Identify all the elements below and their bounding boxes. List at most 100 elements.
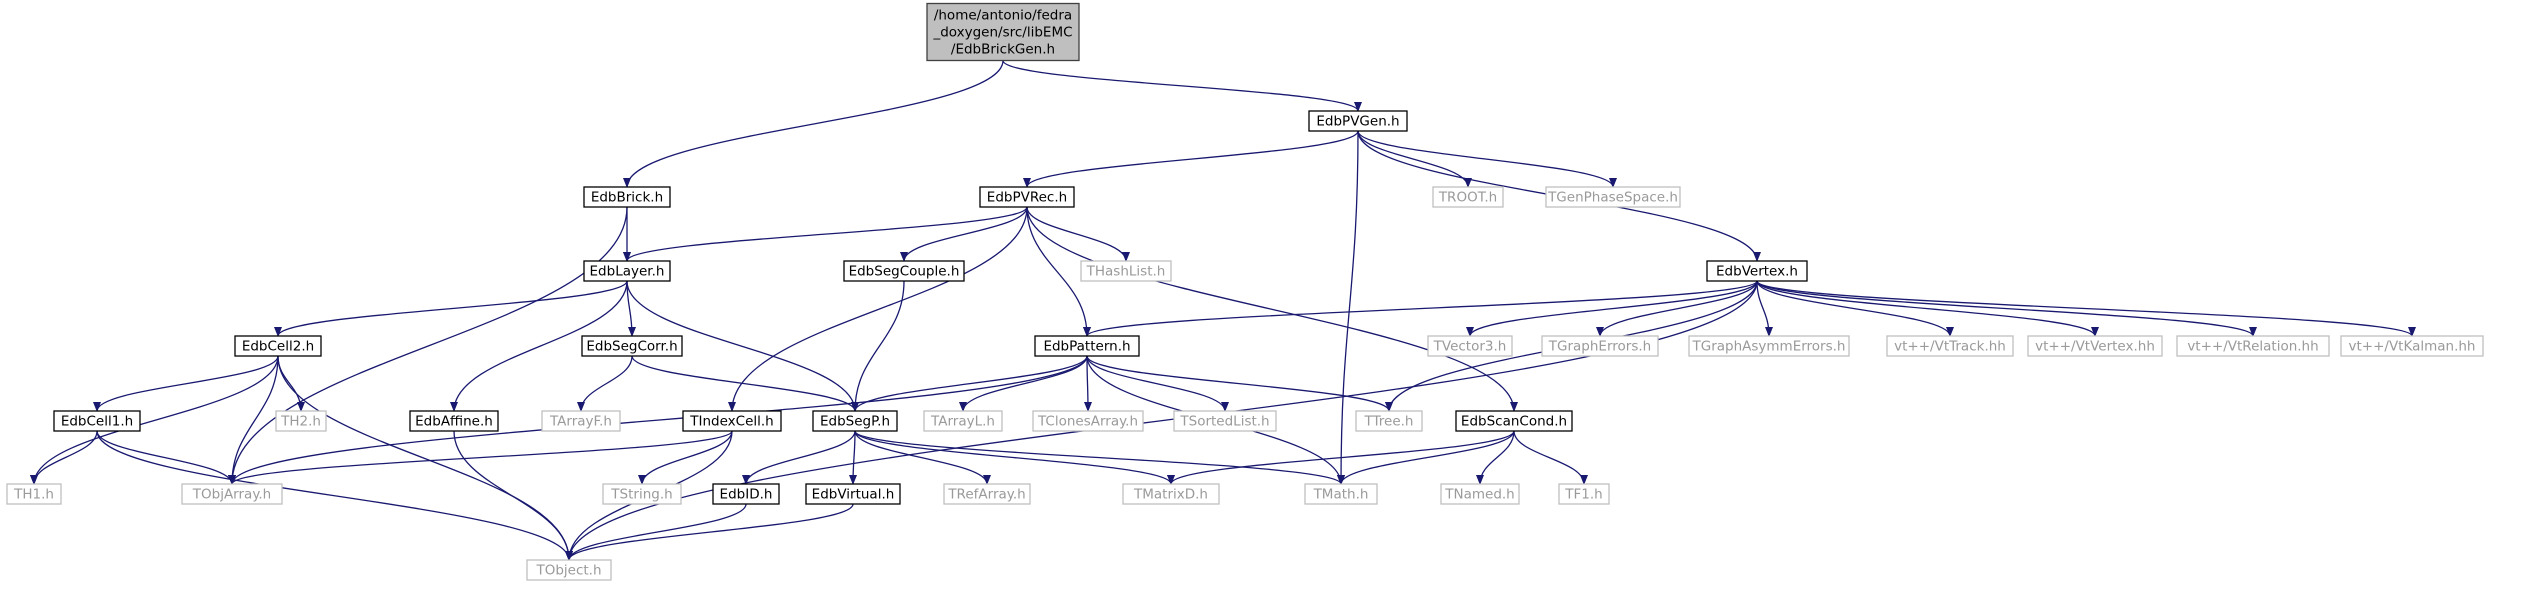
node-EdbAffine[interactable]: EdbAffine.h — [409, 410, 499, 432]
edge-EdbSegP-to-TRefArray — [854, 430, 991, 485]
edge-EdbLayer-to-EdbSegP — [626, 280, 859, 412]
edge-EdbScanCond-to-TNamed — [1476, 430, 1515, 485]
edge-EdbPVGen-to-TGenPhaseSpace — [1357, 130, 1617, 188]
edge-EdbPattern-to-TObjArray — [228, 355, 1088, 485]
edge-EdbLayer-to-EdbSegCorr — [626, 280, 636, 337]
node-EdbSegCouple[interactable]: EdbSegCouple.h — [843, 260, 965, 282]
node-box-EdbSegCorr — [581, 335, 683, 357]
node-box-TGenPhaseSpace — [1545, 186, 1681, 208]
edge-EdbCell2-to-EdbCell1 — [93, 355, 279, 412]
node-box-TH1 — [6, 483, 62, 505]
edge-EdbScanCond-to-TMath — [1337, 430, 1515, 485]
node-box-root — [926, 2, 1080, 62]
node-TClonesArray: TClonesArray.h — [1032, 410, 1144, 432]
edge-EdbSegCouple-to-EdbSegP — [851, 280, 905, 412]
node-label-TSortedList: TSortedList.h — [1179, 414, 1269, 430]
node-label-TIndexCell: TIndexCell.h — [689, 414, 774, 430]
node-label-TObject: TObject.h — [535, 563, 601, 579]
node-label-TMath: TMath.h — [1313, 487, 1369, 503]
edge-root-to-EdbPVGen — [1002, 60, 1362, 112]
node-label-EdbSegCorr: EdbSegCorr.h — [586, 339, 677, 355]
node-box-TMath — [1304, 483, 1378, 505]
edge-EdbPVRec-to-EdbSegCouple — [900, 206, 1028, 262]
edge-TIndexCell-to-TObjArray — [228, 430, 733, 485]
node-box-TString — [602, 483, 682, 505]
node-box-VtKalman — [2340, 335, 2484, 357]
node-TIndexCell[interactable]: TIndexCell.h — [682, 410, 782, 432]
node-box-EdbSegCouple — [843, 260, 965, 282]
edge-EdbPattern-to-TSortedList — [1086, 355, 1229, 412]
node-EdbPVRec[interactable]: EdbPVRec.h — [979, 186, 1075, 208]
edge-EdbPVRec-to-TIndexCell — [728, 206, 1028, 412]
edge-EdbPattern-to-EdbSegP — [851, 355, 1088, 412]
node-TObjArray: TObjArray.h — [181, 483, 283, 505]
edge-EdbVirtual-to-TObject — [565, 503, 854, 561]
node-box-EdbCell1 — [53, 410, 141, 432]
node-EdbBrick[interactable]: EdbBrick.h — [583, 186, 671, 208]
node-EdbVirtual[interactable]: EdbVirtual.h — [805, 483, 901, 505]
node-label-TRefArray: TRefArray.h — [947, 487, 1025, 503]
edge-EdbVertex-to-VtTrack — [1756, 280, 1954, 337]
edge-EdbVertex-to-VtVertex — [1756, 280, 2099, 337]
node-box-EdbScanCond — [1455, 410, 1573, 432]
node-box-VtRelation — [2176, 335, 2330, 357]
node-box-TVector3 — [1427, 335, 1513, 357]
edge-EdbPattern-to-TClonesArray — [1083, 355, 1092, 412]
node-label-VtTrack: vt++/VtTrack.hh — [1894, 339, 2006, 355]
node-label-TGraphAsymmErrors: TGraphAsymmErrors.h — [1691, 339, 1845, 355]
node-box-EdbPattern — [1034, 335, 1140, 357]
node-EdbVertex[interactable]: EdbVertex.h — [1706, 260, 1808, 282]
node-EdbLayer[interactable]: EdbLayer.h — [583, 260, 671, 282]
node-VtTrack: vt++/VtTrack.hh — [1886, 335, 2014, 357]
node-box-EdbLayer — [583, 260, 671, 282]
edge-EdbSegP-to-TMatrixD — [854, 430, 1175, 485]
edge-EdbID-to-TObject — [565, 503, 747, 561]
node-box-EdbVertex — [1706, 260, 1808, 282]
node-label-EdbVirtual: EdbVirtual.h — [812, 487, 895, 503]
node-box-TGraphAsymmErrors — [1688, 335, 1850, 357]
node-TROOT: TROOT.h — [1432, 186, 1504, 208]
node-EdbSegP[interactable]: EdbSegP.h — [812, 410, 898, 432]
node-THashList: THashList.h — [1080, 260, 1172, 282]
node-EdbPattern[interactable]: EdbPattern.h — [1034, 335, 1140, 357]
node-label-EdbID: EdbID.h — [720, 487, 773, 503]
node-EdbCell1[interactable]: EdbCell1.h — [53, 410, 141, 432]
edge-EdbLayer-to-EdbCell2 — [274, 280, 628, 337]
node-EdbCell2[interactable]: EdbCell2.h — [234, 335, 322, 357]
node-box-TIndexCell — [682, 410, 782, 432]
node-box-TSortedList — [1173, 410, 1277, 432]
node-label-TString: TString.h — [610, 487, 672, 503]
edge-EdbAffine-to-TObject — [453, 430, 573, 561]
node-EdbSegCorr[interactable]: EdbSegCorr.h — [581, 335, 683, 357]
node-root[interactable]: /home/antonio/fedra_doxygen/src/libEMC/E… — [926, 2, 1080, 62]
edge-root-to-EdbBrick — [623, 60, 1004, 188]
edge-EdbVertex-to-VtRelation — [1756, 280, 2257, 337]
node-label-TTree: TTree.h — [1364, 414, 1414, 430]
node-label-TGenPhaseSpace: TGenPhaseSpace.h — [1547, 190, 1678, 206]
node-label-TObjArray: TObjArray.h — [192, 487, 271, 503]
node-label-root: /EdbBrickGen.h — [951, 42, 1055, 58]
node-label-VtKalman: vt++/VtKalman.hh — [2348, 339, 2475, 355]
node-TString: TString.h — [602, 483, 682, 505]
node-box-EdbVirtual — [805, 483, 901, 505]
node-TTree: TTree.h — [1355, 410, 1423, 432]
node-EdbPVGen[interactable]: EdbPVGen.h — [1308, 110, 1408, 132]
node-EdbScanCond[interactable]: EdbScanCond.h — [1455, 410, 1573, 432]
node-label-TClonesArray: TClonesArray.h — [1037, 414, 1138, 430]
node-label-EdbSegP: EdbSegP.h — [820, 414, 890, 430]
edge-EdbPattern-to-TTree — [1086, 355, 1393, 412]
edge-EdbVertex-to-TObject — [565, 280, 1758, 561]
node-EdbID[interactable]: EdbID.h — [712, 483, 780, 505]
edge-EdbScanCond-to-TF1 — [1513, 430, 1588, 485]
edge-EdbCell1-to-TObject — [96, 430, 573, 561]
node-label-TMatrixD: TMatrixD.h — [1133, 487, 1208, 503]
edge-EdbCell2-to-TH1 — [30, 355, 279, 485]
node-TArrayF: TArrayF.h — [541, 410, 621, 432]
edge-EdbSegP-to-EdbID — [742, 430, 856, 485]
node-label-EdbPVGen: EdbPVGen.h — [1316, 114, 1399, 130]
node-label-root: _doxygen/src/libEMC — [932, 25, 1072, 41]
edge-EdbLayer-to-EdbAffine — [450, 280, 628, 412]
node-box-TMatrixD — [1122, 483, 1220, 505]
node-VtVertex: vt++/VtVertex.hh — [2027, 335, 2163, 357]
